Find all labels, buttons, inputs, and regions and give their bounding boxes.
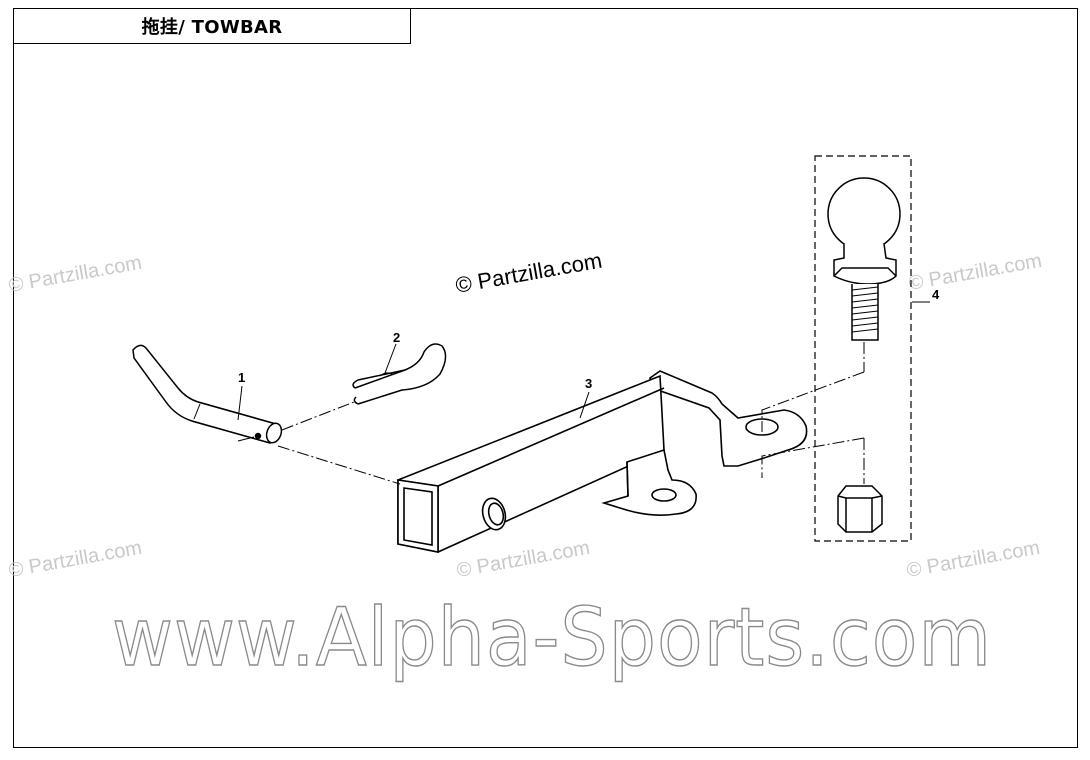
assembly-lines	[277, 342, 865, 485]
tow-ball-group-box	[814, 155, 912, 542]
page-title: 拖挂/ TOWBAR	[141, 17, 283, 38]
tow-ball-drawing	[827, 177, 901, 533]
callout-2: 2	[393, 330, 400, 345]
callout-4: 4	[932, 287, 940, 302]
site-watermark: www.Alpha-Sports.com	[112, 591, 992, 684]
callout-1: 1	[238, 370, 245, 385]
hitch-pin-drawing	[132, 344, 283, 444]
watermark-group: © Partzilla.com © Partzilla.com © Partzi…	[7, 250, 1044, 582]
callout-3: 3	[585, 376, 592, 391]
watermark-left-upper: © Partzilla.com	[7, 252, 144, 297]
watermark-right-lower: © Partzilla.com	[905, 537, 1042, 582]
callout-leaders	[237, 301, 930, 421]
towbar-receiver-drawing	[397, 370, 808, 553]
copyright-watermark: © Partzilla.com	[454, 248, 604, 298]
hitch-clip-drawing	[352, 343, 447, 405]
watermark-center-lower: © Partzilla.com	[455, 537, 592, 582]
title-box: 拖挂/ TOWBAR	[13, 8, 411, 44]
watermark-left-lower: © Partzilla.com	[7, 537, 144, 582]
watermark-right-upper: © Partzilla.com	[907, 250, 1044, 295]
diagram-frame	[13, 8, 1078, 748]
